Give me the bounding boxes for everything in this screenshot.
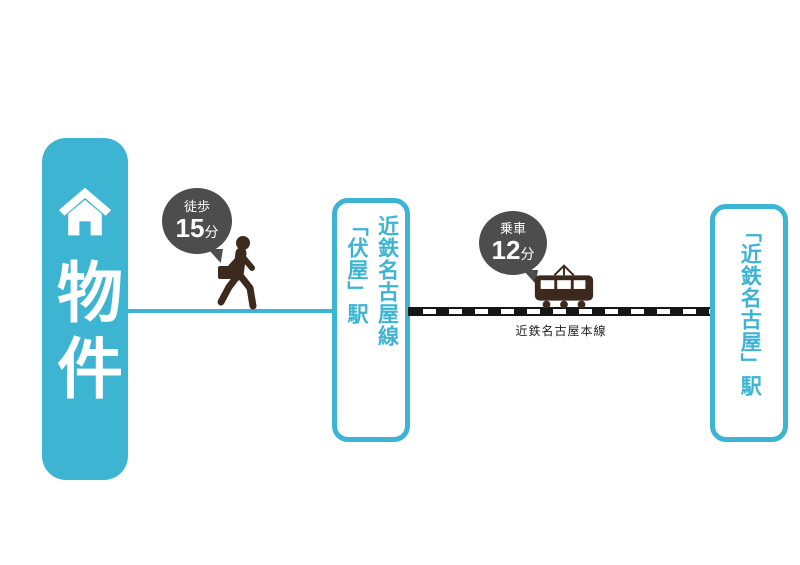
- ride-minutes-value: 12: [491, 234, 521, 265]
- property-label: 物件: [48, 258, 122, 410]
- ride-mode-label: 乗車: [499, 220, 526, 236]
- train-icon: [530, 260, 598, 314]
- walking-person-icon: [206, 234, 270, 314]
- station-box-kintetsu-nagoya: 「近鉄名古屋」駅: [710, 204, 788, 442]
- ride-duration: 12分: [492, 236, 535, 265]
- walk-minutes-unit: 分: [204, 223, 219, 240]
- walk-route-line: [126, 309, 334, 313]
- walk-time-bubble: 徒歩 15分: [162, 188, 232, 263]
- station-box-fushiya: 近鉄名古屋線 「伏屋」駅: [332, 198, 410, 442]
- station-fushiya-line: 近鉄名古屋線: [375, 215, 399, 347]
- ride-minutes-unit: 分: [520, 245, 535, 262]
- station-kintetsu-nagoya-label: 「近鉄名古屋」駅: [734, 221, 764, 437]
- walk-minutes-value: 15: [175, 212, 205, 243]
- ride-time-bubble: 乗車 12分: [479, 211, 547, 284]
- house-icon: [57, 186, 113, 238]
- station-fushiya-label: 近鉄名古屋線 「伏屋」駅: [341, 215, 402, 437]
- property-box: 物件: [42, 138, 128, 480]
- station-fushiya-name: 「伏屋」駅: [345, 215, 368, 325]
- walk-duration: 15分: [176, 214, 219, 243]
- railway-line-label: 近鉄名古屋本線: [515, 324, 607, 338]
- station-kintetsu-nagoya-name: 「近鉄名古屋」駅: [738, 221, 762, 397]
- walk-mode-label: 徒歩: [183, 198, 210, 214]
